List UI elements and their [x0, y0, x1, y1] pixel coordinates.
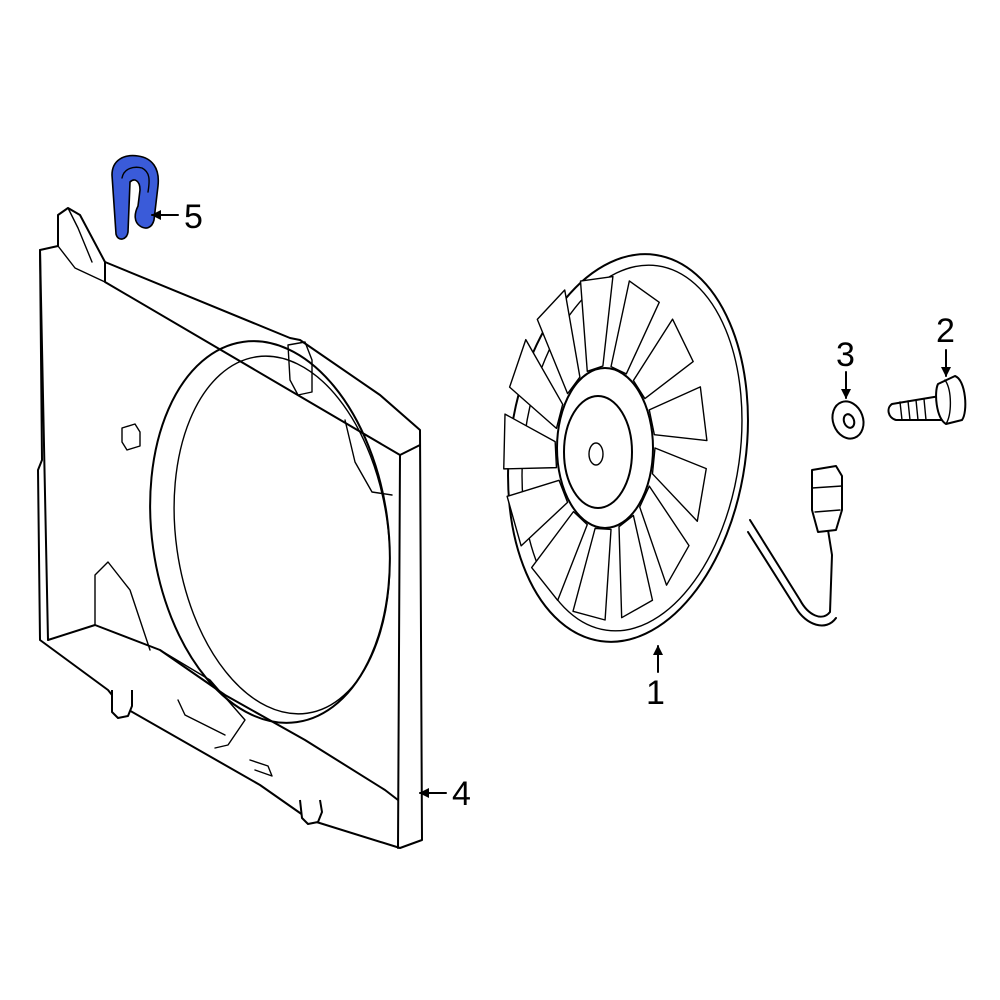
shroud-fan-opening-inner	[173, 355, 391, 715]
clip-inner-curve	[121, 166, 150, 193]
clip-body	[111, 154, 160, 240]
fan-hub	[563, 395, 633, 509]
shroud-bottom-ledge	[94, 561, 151, 651]
fan-hub-center	[588, 442, 604, 466]
fan-assembly[interactable]	[484, 238, 843, 657]
shroud-outer-frame	[37, 207, 423, 849]
shroud[interactable]	[37, 207, 423, 849]
shroud-top-flange	[67, 207, 93, 263]
bolt-flange	[944, 379, 952, 425]
fan-blade	[651, 447, 707, 522]
shroud-face-tab	[121, 423, 141, 451]
shroud-peg-left	[111, 690, 133, 719]
bolt[interactable]	[887, 375, 967, 425]
callout-3: 3	[836, 336, 855, 374]
callout-2: 2	[936, 312, 955, 350]
fan-blade	[508, 338, 564, 430]
fan-blades	[503, 275, 708, 621]
fan-wire-harness	[749, 519, 833, 618]
fan-connector-detail	[811, 485, 843, 513]
shroud-left-inner-edge	[39, 249, 49, 641]
fan-blade	[536, 289, 581, 395]
fan-blade	[639, 485, 690, 586]
fan-connector	[811, 465, 843, 533]
fan-blade	[648, 386, 708, 442]
callout-arrows	[151, 210, 951, 798]
shroud-right-edge	[397, 454, 401, 849]
clip[interactable]	[111, 154, 160, 240]
fan-blade	[572, 527, 612, 621]
fan-blade	[632, 318, 694, 400]
shroud-top-lip	[57, 245, 106, 283]
shroud-peg-right	[299, 799, 323, 825]
fan-blade	[503, 413, 558, 470]
callout-5: 5	[184, 198, 203, 236]
fan-blade	[506, 479, 569, 547]
washer[interactable]	[827, 397, 868, 443]
fan-wire-harness-2	[747, 531, 837, 627]
shroud-tray-rib-2	[177, 699, 226, 736]
shroud-front-rim	[104, 261, 421, 456]
bolt-threads	[899, 398, 927, 421]
shroud-upper-bracket	[287, 341, 313, 396]
callout-4: 4	[452, 775, 471, 813]
shroud-right-rib	[344, 419, 393, 496]
callout-1: 1	[646, 674, 665, 712]
fan-blade	[530, 510, 588, 602]
shroud-tray-rib	[159, 649, 246, 749]
shroud-lower-foot	[249, 759, 273, 777]
washer-hole	[842, 413, 856, 429]
